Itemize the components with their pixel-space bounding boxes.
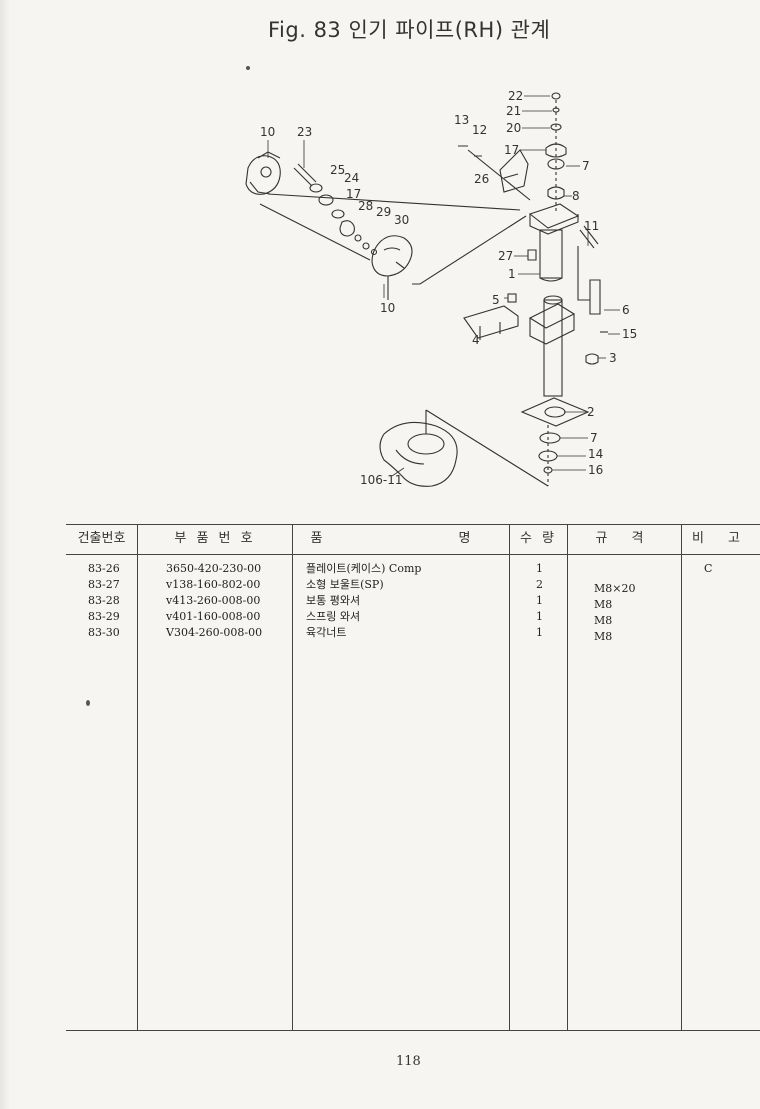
callout-label: 7 <box>590 431 598 445</box>
column-divider <box>509 524 510 1031</box>
cell-spec: M8 <box>594 598 613 611</box>
table-bottom-rule <box>66 1030 760 1031</box>
callout-label: 25 <box>330 163 345 177</box>
callout-label: 106-11 <box>360 473 403 487</box>
header-name-left: 품 <box>310 531 326 546</box>
column-divider <box>292 524 293 1031</box>
callout-label: 29 <box>376 205 391 219</box>
figure-title: Fig. 83 인기 파이프(RH) 관계 <box>268 18 551 42</box>
callout-label: 16 <box>588 463 603 477</box>
table-top-rule <box>66 524 760 525</box>
callout-label: 7 <box>582 159 590 173</box>
page-edge <box>0 0 10 1109</box>
callout-label: 2 <box>587 405 595 419</box>
table-row: 83-26 3650-420-230-00 플레이트(케이스) Comp 1 C <box>66 560 760 577</box>
cell-qty: 1 <box>536 610 543 623</box>
callout-label: 13 <box>454 113 469 127</box>
callout-label: 30 <box>394 213 409 227</box>
callout-label: 17 <box>504 143 519 157</box>
table-header-rule <box>66 554 760 555</box>
scan-speck <box>86 700 90 706</box>
column-divider <box>681 524 682 1031</box>
callout-label: 5 <box>492 293 500 307</box>
cell-part-no: v401-160-008-00 <box>166 610 261 623</box>
callout-label: 1 <box>508 267 516 281</box>
callout-label: 6 <box>622 303 630 317</box>
cell-name: 플레이트(케이스) Comp <box>306 562 422 575</box>
column-divider <box>137 524 138 1031</box>
callout-label: 4 <box>472 333 480 347</box>
column-divider <box>567 524 568 1031</box>
callout-label: 8 <box>572 189 580 203</box>
scan-speck <box>246 66 250 70</box>
callout-label: 27 <box>498 249 513 263</box>
cell-spec: M8×20 <box>594 582 636 595</box>
exploded-parts-diagram: 22 21 20 17 7 8 13 12 26 10 23 25 24 17 … <box>245 89 637 487</box>
header-spec: 규 격 <box>595 531 654 546</box>
cell-spec: M8 <box>594 630 613 643</box>
callout-label: 23 <box>297 125 312 139</box>
cell-name: 육각너트 <box>306 626 347 639</box>
cell-spec: M8 <box>594 614 613 627</box>
table-row: 83-30 V304-260-008-00 육각너트 1 M8 <box>66 624 760 643</box>
callout-label: 17 <box>346 187 361 201</box>
cell-ref: 83-30 <box>88 626 120 639</box>
callout-label: 28 <box>358 199 373 213</box>
callout-label: 15 <box>622 327 637 341</box>
callout-label: 24 <box>344 171 359 185</box>
table-header: 건출번호 부 품 번 호 품 명 수 량 규 격 비 고 <box>66 524 760 554</box>
callout-label: 20 <box>506 121 521 135</box>
header-ref: 건출번호 <box>77 531 126 546</box>
header-name-right: 명 <box>458 531 474 546</box>
table-row: 83-28 v413-260-008-00 보통 평와셔 1 M8 <box>66 592 760 611</box>
cell-part-no: 3650-420-230-00 <box>166 562 262 575</box>
callout-label: 12 <box>472 123 487 137</box>
callout-label: 3 <box>609 351 617 365</box>
callout-label: 10 <box>260 125 275 139</box>
callout-label: 11 <box>584 219 599 233</box>
diagram-linework <box>245 92 608 487</box>
cell-ref: 83-28 <box>88 594 120 607</box>
table-row: 83-29 v401-160-008-00 스프링 와셔 1 M8 <box>66 608 760 627</box>
callout-label: 21 <box>506 104 521 118</box>
header-qty: 수 량 <box>519 531 558 546</box>
cell-qty: 2 <box>536 578 543 591</box>
cell-qty: 1 <box>536 626 543 639</box>
leader-lines <box>267 95 620 477</box>
callout-label: 14 <box>588 447 603 461</box>
cell-note: C <box>704 562 713 575</box>
cell-qty: 1 <box>536 594 543 607</box>
cell-name: 소형 보울트(SP) <box>306 578 384 591</box>
callout-label: 22 <box>508 89 523 103</box>
cell-name: 스프링 와셔 <box>306 610 361 623</box>
callout-label: 26 <box>474 172 489 186</box>
cell-name: 보통 평와셔 <box>306 594 361 607</box>
header-part-no: 부 품 번 호 <box>174 531 256 546</box>
table-row: 83-27 v138-160-802-00 소형 보울트(SP) 2 M8×20 <box>66 576 760 595</box>
cell-qty: 1 <box>536 562 543 575</box>
header-note: 비 고 <box>691 531 751 546</box>
cell-part-no: v138-160-802-00 <box>166 578 261 591</box>
cell-ref: 83-29 <box>88 610 120 623</box>
cell-ref: 83-26 <box>88 562 120 575</box>
cell-part-no: v413-260-008-00 <box>166 594 261 607</box>
cell-part-no: V304-260-008-00 <box>166 626 263 639</box>
callout-labels: 22 21 20 17 7 8 13 12 26 10 23 25 24 17 … <box>260 89 637 487</box>
callout-label: 10 <box>380 301 395 315</box>
page-number: 118 <box>396 1054 421 1069</box>
cell-ref: 83-27 <box>88 578 120 591</box>
